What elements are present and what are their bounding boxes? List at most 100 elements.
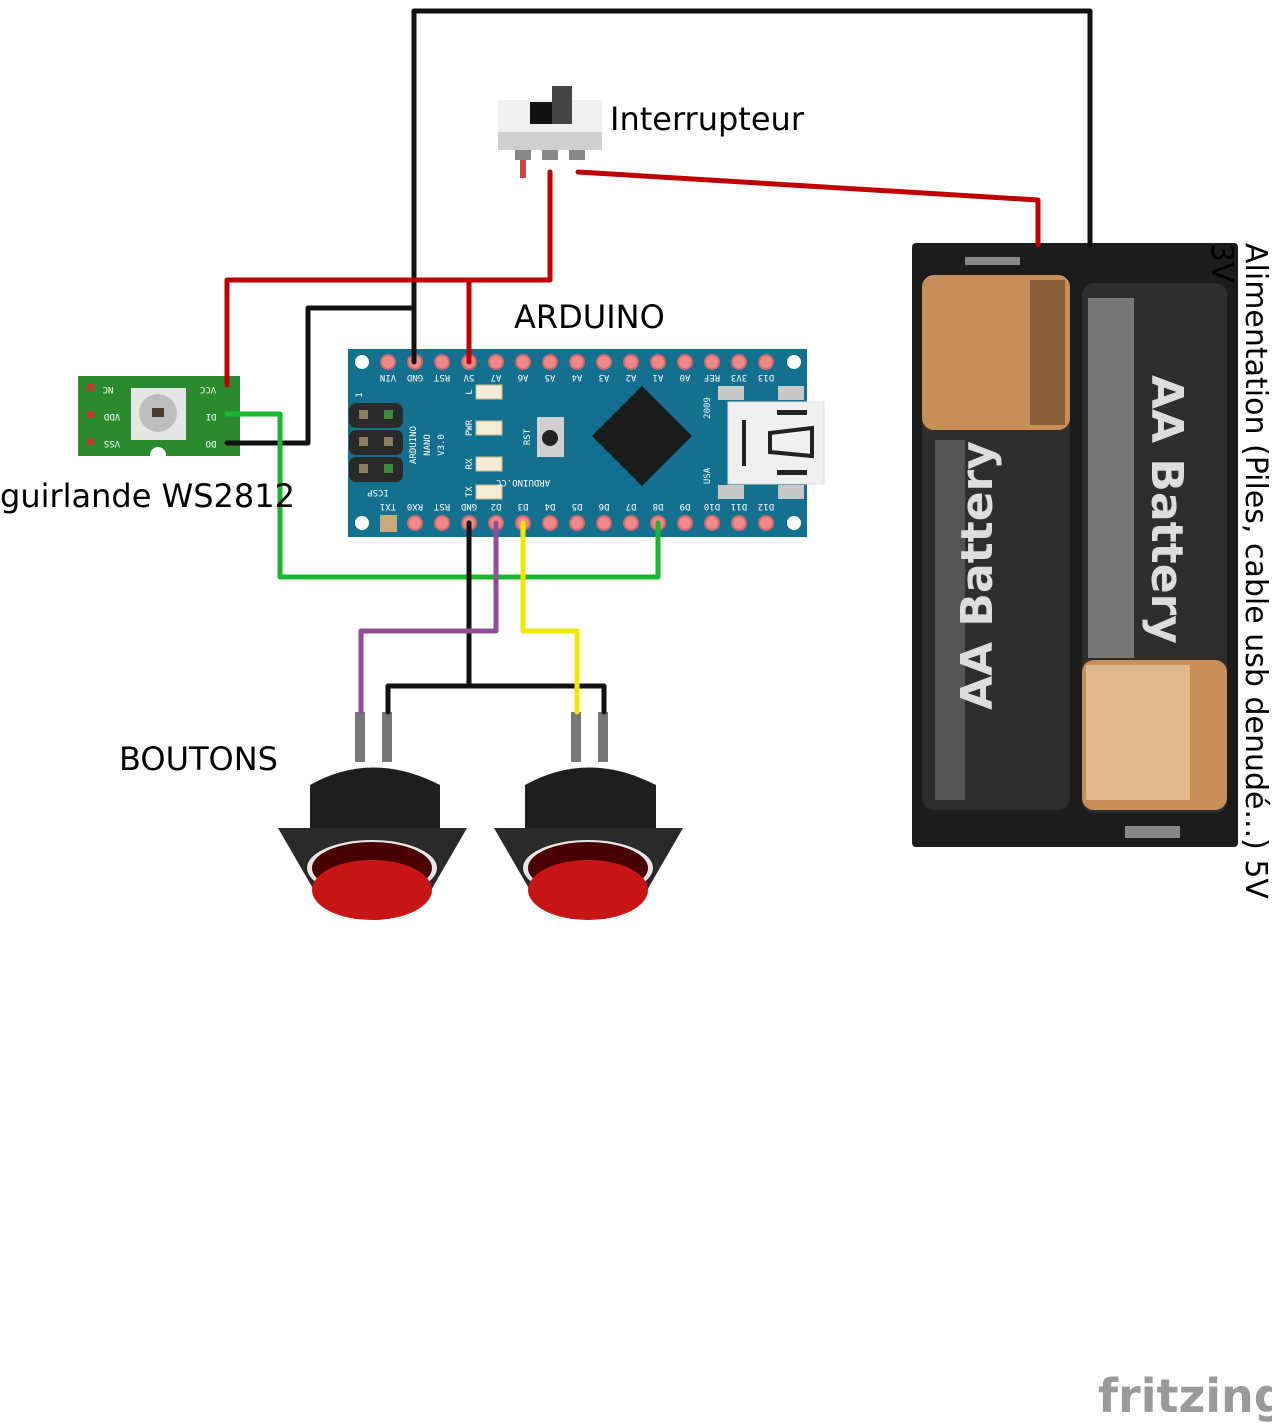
wire-black-top[interactable] bbox=[411, 8, 1093, 365]
pin-d11[interactable] bbox=[731, 515, 747, 531]
battery-holder[interactable]: AA Battery AA Battery bbox=[912, 243, 1238, 847]
ws-pin-vdd: VDD bbox=[104, 411, 120, 421]
pin-label-ref: REF bbox=[704, 372, 720, 382]
pin-d5[interactable] bbox=[569, 515, 585, 531]
pin-label-d8: D8 bbox=[653, 501, 664, 511]
pin-d7[interactable] bbox=[623, 515, 639, 531]
board-model-3: V3.0 bbox=[437, 434, 447, 456]
usb-port[interactable] bbox=[718, 386, 825, 499]
wire-red-vcc[interactable] bbox=[224, 169, 553, 388]
ws-pin-nc: NC bbox=[103, 384, 114, 394]
buttons-label: BOUTONS bbox=[119, 740, 278, 778]
pin-label-gnd: GND bbox=[461, 501, 477, 511]
pin-label-d9: D9 bbox=[680, 501, 691, 511]
reset-button-cap[interactable] bbox=[542, 430, 558, 446]
pin-label-a4: A4 bbox=[572, 372, 583, 382]
led-label-tx: TX bbox=[465, 486, 475, 497]
pin-label-rst: RST bbox=[433, 501, 450, 511]
pin-vin[interactable] bbox=[380, 354, 396, 370]
wire-black-buttons[interactable] bbox=[385, 683, 607, 715]
pin-a7[interactable] bbox=[488, 354, 504, 370]
pin-d10[interactable] bbox=[704, 515, 720, 531]
pin-label-a7: A7 bbox=[491, 372, 502, 382]
pin-label-a5: A5 bbox=[545, 372, 556, 382]
site-label: ARDUINO.CC bbox=[496, 477, 550, 487]
battery-left-label: AA Battery bbox=[952, 441, 1003, 710]
ws2812-module[interactable]: NC VDD VSS VCC DI DO bbox=[78, 376, 240, 463]
battery-right-label: AA Battery bbox=[1141, 375, 1192, 644]
pin-label-d5: D5 bbox=[572, 501, 583, 511]
switch-label: Interrupteur bbox=[610, 100, 805, 138]
pin-a2[interactable] bbox=[623, 354, 639, 370]
fritzing-watermark: fritzing bbox=[1098, 1369, 1272, 1423]
year-label: 2009 bbox=[703, 397, 713, 419]
status-leds: L PWR RX TX bbox=[465, 384, 503, 500]
pin-label-rx0: RX0 bbox=[407, 501, 423, 511]
pin-label-d6: D6 bbox=[599, 501, 610, 511]
pin-label-a0: A0 bbox=[680, 372, 691, 382]
pin-rst[interactable] bbox=[434, 354, 450, 370]
icsp-header: ICSP 1 bbox=[349, 392, 403, 497]
power-label: Alimentation (Piles, cable usb denudé...… bbox=[1238, 243, 1272, 899]
pin-3v3[interactable] bbox=[731, 354, 747, 370]
board-model-2: NANO bbox=[423, 434, 433, 456]
icsp-pin1-label: 1 bbox=[355, 392, 365, 397]
pin-label-d4: D4 bbox=[545, 501, 556, 511]
wires bbox=[224, 8, 1093, 715]
wire-yellow-d3[interactable] bbox=[520, 520, 580, 715]
pin-a0[interactable] bbox=[677, 354, 693, 370]
wire-purple-d2[interactable] bbox=[358, 520, 499, 715]
push-button-2[interactable] bbox=[494, 712, 683, 920]
pin-a3[interactable] bbox=[596, 354, 612, 370]
ws-pin-vcc: VCC bbox=[200, 384, 216, 394]
microcontroller-chip bbox=[592, 386, 692, 486]
pin-rst[interactable] bbox=[434, 515, 450, 531]
pin-label-a1: A1 bbox=[653, 372, 664, 382]
pin-d6[interactable] bbox=[596, 515, 612, 531]
pin-label-d13: D13 bbox=[758, 372, 774, 382]
ws-pin-do: DO bbox=[206, 438, 217, 448]
pin-d12[interactable] bbox=[758, 515, 774, 531]
country-label: USA bbox=[703, 467, 713, 484]
wire-red-battery[interactable] bbox=[575, 169, 1041, 248]
ws-pin-di: DI bbox=[206, 411, 217, 421]
slide-switch[interactable] bbox=[498, 86, 602, 178]
pin-label-vin: VIN bbox=[380, 372, 396, 382]
pin-label-a3: A3 bbox=[599, 372, 610, 382]
pin-label-d2: D2 bbox=[491, 501, 502, 511]
power-3v-label: 3V bbox=[1204, 243, 1239, 283]
icsp-label: ICSP bbox=[367, 487, 389, 497]
pin-ref[interactable] bbox=[704, 354, 720, 370]
led-label-rx: RX bbox=[465, 458, 475, 469]
pin-label-a2: A2 bbox=[626, 372, 637, 382]
pin-a6[interactable] bbox=[515, 354, 531, 370]
pin-a5[interactable] bbox=[542, 354, 558, 370]
arduino-label: ARDUINO bbox=[514, 298, 665, 336]
pin-label-d11: D11 bbox=[731, 501, 747, 511]
pin-d13[interactable] bbox=[758, 354, 774, 370]
led-label-pwr: PWR bbox=[465, 419, 475, 436]
reset-label: RST bbox=[523, 428, 533, 445]
pin-label-rst: RST bbox=[433, 372, 450, 382]
pin-a4[interactable] bbox=[569, 354, 585, 370]
pin-rx0[interactable] bbox=[407, 515, 423, 531]
pin-label-3v3: 3V3 bbox=[731, 372, 747, 382]
ws-pin-vss: VSS bbox=[104, 438, 120, 448]
pin-label-d3: D3 bbox=[518, 501, 529, 511]
pin-d9[interactable] bbox=[677, 515, 693, 531]
push-button-1[interactable] bbox=[278, 712, 467, 920]
battery-right: AA Battery bbox=[1082, 283, 1227, 813]
pin-label-gnd: GND bbox=[407, 372, 423, 382]
pin-label-d7: D7 bbox=[626, 501, 637, 511]
pin-d4[interactable] bbox=[542, 515, 558, 531]
pin-a1[interactable] bbox=[650, 354, 666, 370]
pin-label-a6: A6 bbox=[518, 372, 529, 382]
led-label-l: L bbox=[465, 389, 475, 394]
wire-black-do[interactable] bbox=[224, 305, 417, 446]
battery-left: AA Battery bbox=[922, 275, 1070, 810]
pin-label-d12: D12 bbox=[758, 501, 774, 511]
board-model-1: ARDUINO bbox=[409, 426, 419, 464]
wire-green-di[interactable] bbox=[224, 411, 661, 580]
